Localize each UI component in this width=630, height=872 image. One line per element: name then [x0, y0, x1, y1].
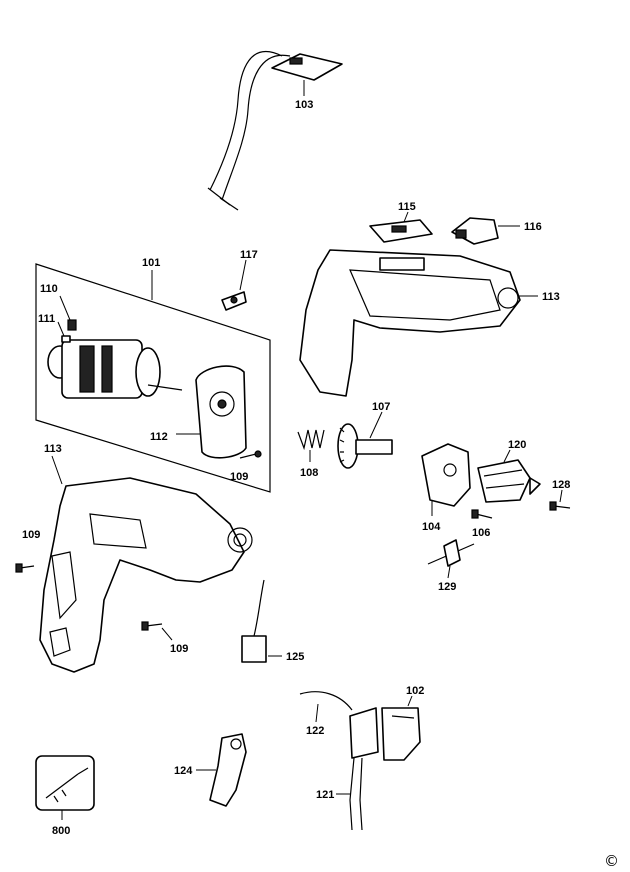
label-121: 121: [316, 789, 334, 801]
label-107: 107: [372, 401, 390, 413]
part-106-screw: [471, 509, 493, 519]
label-125: 125: [286, 651, 304, 663]
label-115: 115: [398, 201, 416, 213]
part-110-111: [57, 295, 77, 343]
label-109b: 109: [22, 529, 40, 541]
label-106: 106: [472, 527, 490, 539]
label-128: 128: [552, 479, 570, 491]
part-107-spindle-gear: [337, 411, 393, 469]
label-120: 120: [508, 439, 526, 451]
part-115-button: [369, 211, 433, 243]
part-108-spring: [297, 429, 325, 462]
label-116: 116: [524, 221, 542, 233]
label-117: 117: [240, 249, 258, 261]
label-111: 111: [38, 313, 55, 325]
part-124-handle: [196, 733, 247, 807]
part-129-chuck-key: [427, 539, 475, 579]
label-104: 104: [422, 521, 441, 533]
copyright-symbol: ©: [604, 852, 619, 870]
label-113b: 113: [542, 291, 560, 303]
part-112-plate: [176, 365, 247, 459]
label-124: 124: [174, 765, 193, 777]
label-108: 108: [300, 467, 318, 479]
label-122: 122: [306, 725, 324, 737]
part-102-switch: [299, 691, 421, 761]
label-103: 103: [295, 99, 313, 111]
part-128-screw: [549, 489, 571, 511]
part-125-brush: [241, 579, 282, 663]
label-109a: 109: [230, 471, 248, 483]
part-116-selector: [451, 217, 520, 245]
part-109-screw-a: [239, 450, 262, 459]
part-113-housing-right: [299, 249, 538, 397]
label-109c: 109: [170, 643, 188, 655]
part-800-accessory: [35, 755, 95, 820]
label-113a: 113: [44, 443, 62, 455]
part-motor-armature: [47, 339, 183, 399]
part-109-screw-b: [15, 563, 35, 573]
label-102: 102: [406, 685, 424, 697]
part-122-wire: [315, 703, 319, 723]
label-112: 112: [150, 431, 168, 443]
label-800: 800: [52, 825, 70, 837]
label-101: 101: [142, 257, 160, 269]
part-103-wiring: [207, 50, 343, 211]
part-120-chuck: [477, 449, 541, 503]
part-121-cord: [336, 757, 363, 831]
label-110: 110: [40, 283, 58, 295]
motor-group-frame: [35, 263, 271, 493]
part-104-gear-housing: [421, 443, 471, 516]
part-117-clip: [221, 259, 247, 311]
part-109-screw-c: [141, 621, 173, 641]
part-113-housing-left: [39, 455, 253, 673]
label-129: 129: [438, 581, 456, 593]
